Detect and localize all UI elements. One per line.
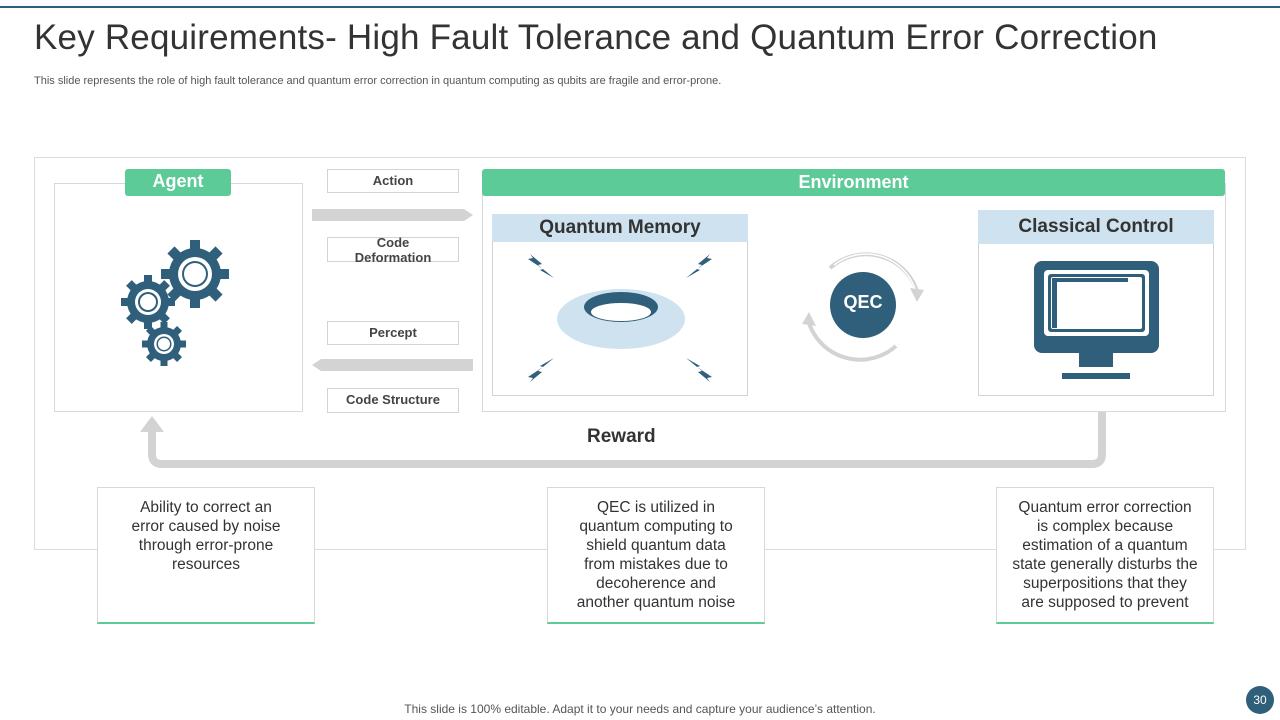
reward-label: Reward [587,426,656,447]
action-arrow [312,209,473,221]
card-text: through error-prone [138,537,274,554]
qec-cycle-icon [802,252,924,362]
card-text: estimation of a quantum [1022,537,1188,554]
card-text: is complex because [1036,518,1174,535]
card-2: QEC is utilized in quantum computing to … [547,487,765,624]
top-accent-line [0,6,1280,8]
torus-icon [528,254,712,382]
card-text: Quantum error correction [1018,499,1192,516]
slide-subtitle: This slide represents the role of high f… [34,75,722,87]
card-text: quantum computing to [579,518,733,535]
qec-label: QEC [843,292,883,312]
percept-label: Percept [327,321,459,345]
reward-arrow [140,412,1106,468]
slide-footer: This slide is 100% editable. Adapt it to… [404,702,876,716]
quantum-memory-label: Quantum Memory [492,214,748,242]
environment-label: Environment [482,169,1225,196]
gears-icon [121,240,229,366]
card-text: superpositions that they [1023,575,1187,592]
card-text: Ability to correct an [140,499,272,516]
card-text: another quantum noise [576,594,736,611]
code-structure-label: Code Structure [327,388,459,413]
card-text: are supposed to prevent [1021,594,1189,611]
card-text: error caused by noise [131,518,281,535]
classical-control-label: Classical Control [978,210,1214,244]
card-text: from mistakes due to [584,556,728,573]
monitor-icon [1034,261,1159,379]
code-deformation-label: Code Deformation [327,235,459,265]
action-label: Action [327,169,459,193]
card-text: state generally disturbs the [1012,556,1198,573]
percept-arrow [312,359,473,371]
card-text: decoherence and [596,575,716,592]
card-text: shield quantum data [586,537,726,554]
card-1: Ability to correct an error caused by no… [97,487,315,624]
card-text: QEC is utilized in [596,499,715,516]
code-deformation-line1: Code [376,235,410,250]
agent-label: Agent [125,169,231,196]
card-3: Quantum error correction is complex beca… [996,487,1214,624]
code-deformation-line2: Deformation [354,250,432,265]
lightning-icon [528,254,712,382]
card-text: resources [171,556,241,573]
slide-title: Key Requirements- High Fault Tolerance a… [34,18,1158,57]
page-number-badge: 30 [1246,686,1274,714]
